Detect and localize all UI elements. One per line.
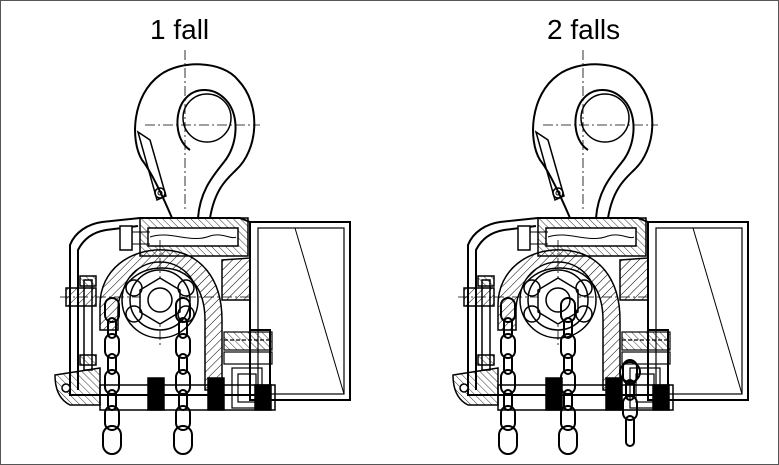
label-two-falls: 2 falls xyxy=(547,14,621,45)
hoist-one-fall xyxy=(54,49,351,455)
hoist-two-falls xyxy=(452,49,749,455)
chain-right-c xyxy=(619,359,641,447)
label-one-fall: 1 fall xyxy=(150,14,210,45)
